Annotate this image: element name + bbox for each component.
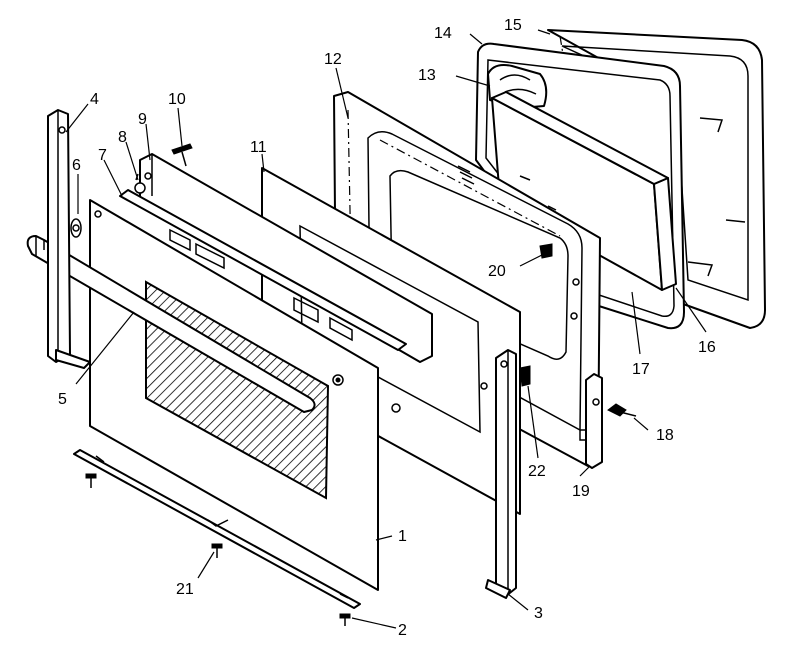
callout-3: 3 xyxy=(534,605,543,622)
part-18-screw xyxy=(607,403,637,417)
callout-21: 21 xyxy=(176,581,194,598)
callout-6: 6 xyxy=(72,157,81,174)
callout-8: 8 xyxy=(118,129,127,146)
callout-2: 2 xyxy=(398,622,407,639)
leader-lines xyxy=(65,29,707,629)
callout-18: 18 xyxy=(656,427,674,444)
callout-14: 14 xyxy=(434,25,452,42)
callout-9: 9 xyxy=(138,111,147,128)
part-10-screw xyxy=(171,143,193,167)
part-20-glass-clip xyxy=(539,243,553,259)
part-4-left-side-trim xyxy=(47,109,91,369)
callout-20: 20 xyxy=(488,263,506,280)
callout-15: 15 xyxy=(504,17,522,34)
callout-13: 13 xyxy=(418,67,436,84)
part-17-inner-glass xyxy=(491,91,677,291)
callout-1: 1 xyxy=(398,528,407,545)
callout-7: 7 xyxy=(98,147,107,164)
callout-5: 5 xyxy=(58,391,67,408)
part-22-hinge-bracket xyxy=(519,365,531,387)
callout-17: 17 xyxy=(632,361,650,378)
callout-22: 22 xyxy=(528,463,546,480)
callout-4: 4 xyxy=(90,91,99,108)
part-19-liner-side xyxy=(579,373,603,469)
callout-19: 19 xyxy=(572,483,590,500)
part-7-door-trim xyxy=(119,189,407,351)
callout-labels: 1 2 3 4 5 6 7 8 9 10 11 12 13 14 15 16 1… xyxy=(58,17,716,639)
callout-16: 16 xyxy=(698,339,716,356)
part-3-right-side-trim xyxy=(485,349,517,599)
part-12-inner-door-panel xyxy=(333,91,601,467)
part-5-door-handle xyxy=(26,235,316,413)
callout-12: 12 xyxy=(324,51,342,68)
callout-11: 11 xyxy=(250,139,267,156)
part-21-screw xyxy=(85,473,351,626)
part-2-bottom-trim xyxy=(73,449,361,609)
part-6-grommet xyxy=(72,224,80,232)
callout-10: 10 xyxy=(168,91,186,108)
